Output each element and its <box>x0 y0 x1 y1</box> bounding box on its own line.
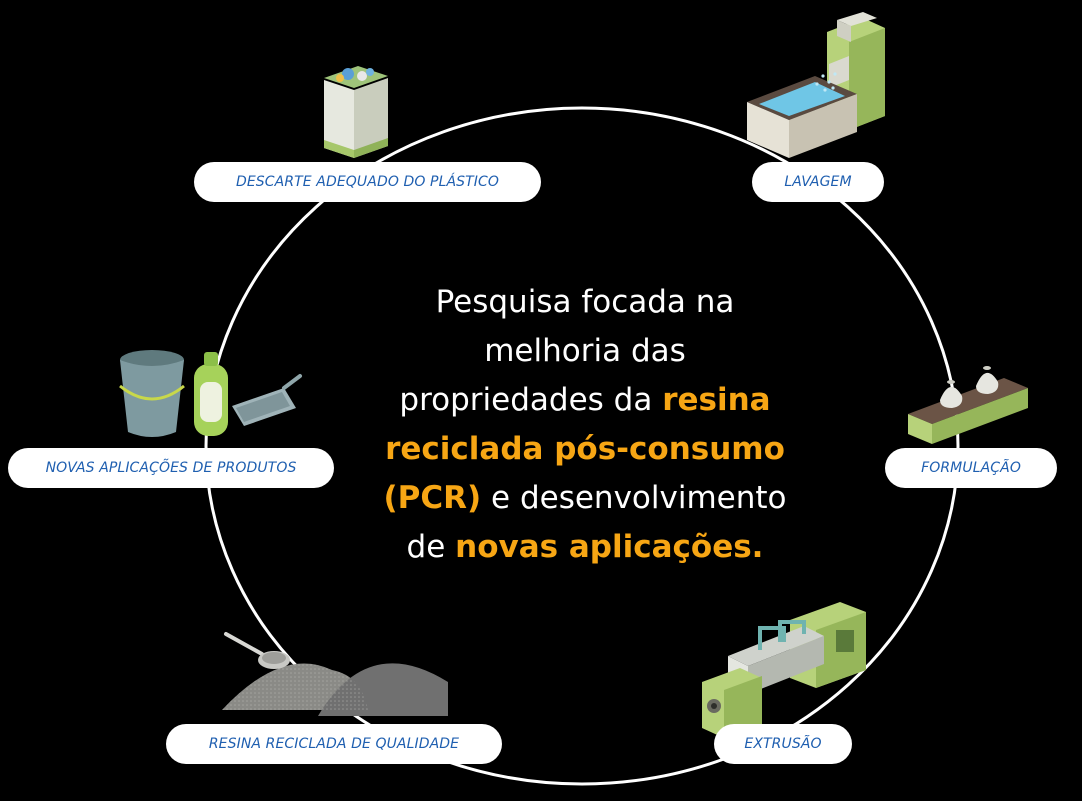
recycling-bin-icon <box>324 66 388 158</box>
formulation-conveyor-icon <box>908 366 1028 444</box>
center-statement: Pesquisa focada na melhoria das propried… <box>345 278 825 572</box>
resin-pile-icon <box>222 632 448 716</box>
center-line-3-highlight: resina <box>662 382 771 418</box>
center-line-6-highlight: novas aplicações. <box>455 529 764 565</box>
center-line-6-plain: de <box>406 529 456 565</box>
center-line-4-highlight: reciclada pós-consumo <box>385 431 785 467</box>
center-line-2: melhoria das <box>484 333 686 369</box>
household-products-icon <box>119 350 302 437</box>
center-line-1: Pesquisa focada na <box>435 284 735 320</box>
center-line-5-plain: e desenvolvimento <box>481 480 787 516</box>
stage-label-extrusao: EXTRUSÃO <box>714 724 852 764</box>
center-line-6: de novas aplicações. <box>345 523 825 572</box>
stage-label-descarte: DESCARTE ADEQUADO DO PLÁSTICO <box>194 162 541 202</box>
extruder-machine-icon <box>702 602 866 738</box>
stage-label-lavagem: LAVAGEM <box>752 162 884 202</box>
stage-label-resina: RESINA RECICLADA DE QUALIDADE <box>166 724 502 764</box>
washing-machine-icon <box>747 12 885 158</box>
center-line-3: propriedades da resina <box>345 376 825 425</box>
center-line-5-highlight: (PCR) <box>383 480 482 516</box>
stage-label-novas-aplicacoes: NOVAS APLICAÇÕES DE PRODUTOS <box>8 448 334 488</box>
center-line-3-plain: propriedades da <box>399 382 663 418</box>
center-line-5: (PCR) e desenvolvimento <box>345 474 825 523</box>
stage-label-formulacao: FORMULAÇÃO <box>885 448 1057 488</box>
